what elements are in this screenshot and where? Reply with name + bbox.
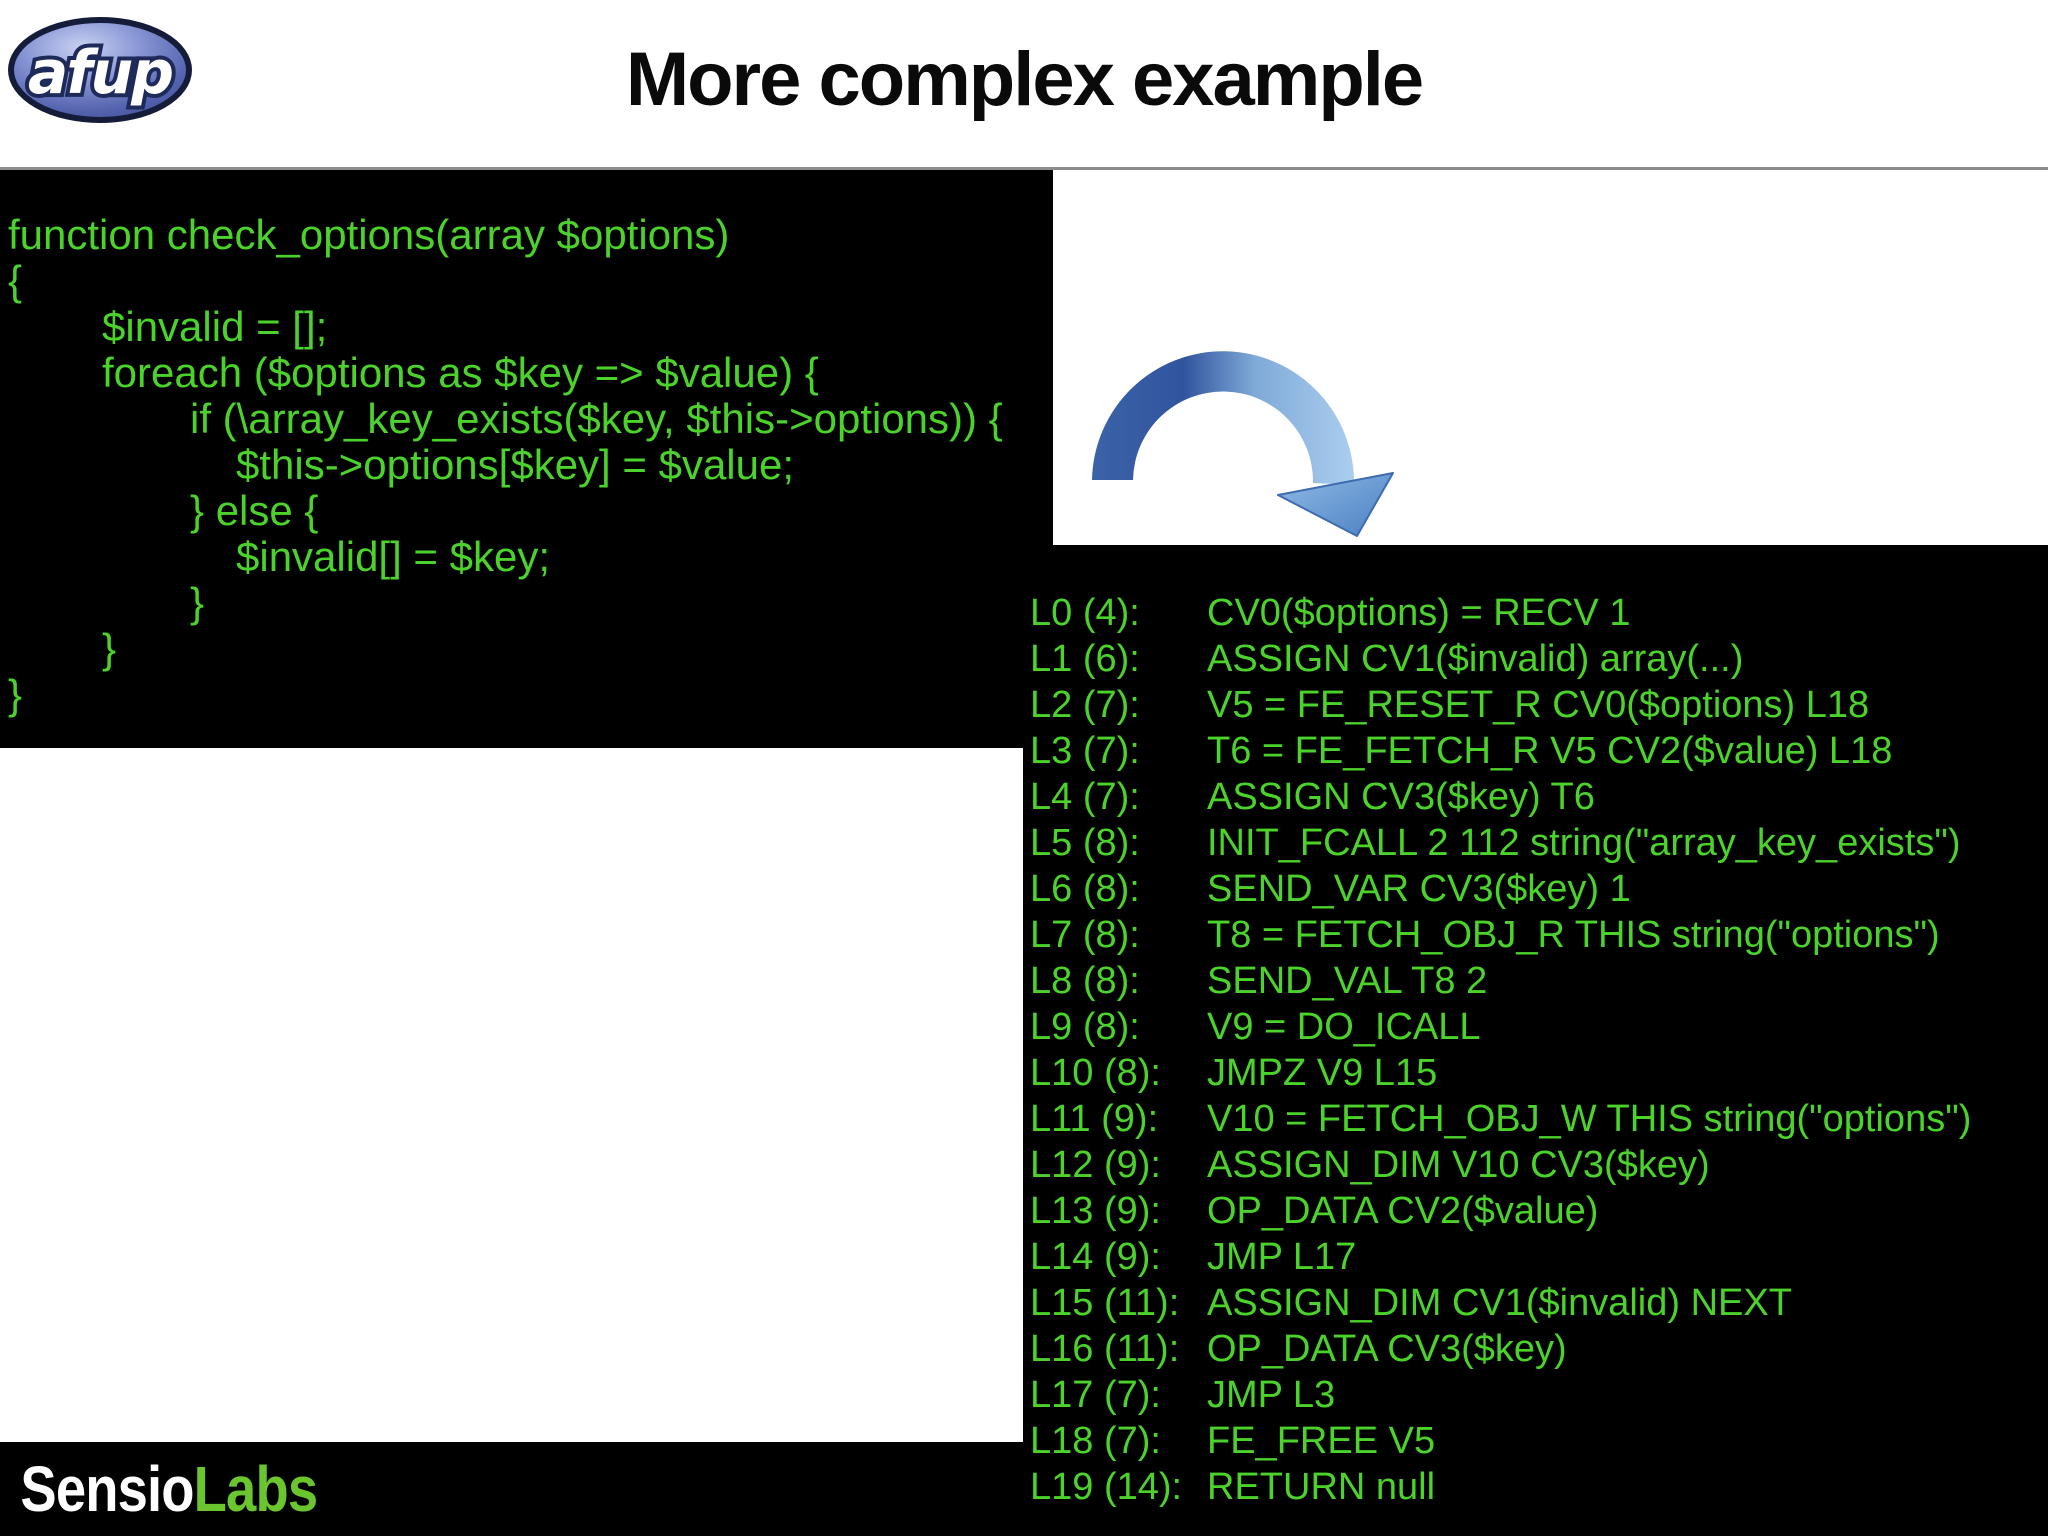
curved-arrow-icon	[1092, 351, 1394, 537]
opcode-instruction: ASSIGN_DIM CV1($invalid) NEXT	[1207, 1282, 1792, 1324]
opcode-line: L5 (8): INIT_FCALL 2 112 string("array_ke…	[1030, 820, 2048, 866]
opcode-instruction: JMPZ V9 L15	[1207, 1052, 1438, 1094]
code-line: }	[190, 579, 205, 626]
code-line: }	[8, 671, 23, 718]
opcode-label: L13 (9):	[1030, 1190, 1161, 1232]
php-code-panel: function check_options(array $options){ $…	[0, 170, 1053, 748]
opcode-line: L6 (8): SEND_VAR CV3($key) 1	[1030, 866, 2048, 912]
code-line: } else {	[190, 487, 319, 534]
opcode-line: L8 (8): SEND_VAL T8 2	[1030, 958, 2048, 1004]
opcode-line: L17 (7): JMP L3	[1030, 1372, 2048, 1418]
code-line: $invalid = [];	[102, 303, 328, 350]
opcode-instruction: JMP L17	[1207, 1236, 1357, 1278]
opcode-label: L14 (9):	[1030, 1236, 1161, 1278]
opcode-instruction: V9 = DO_ICALL	[1207, 1006, 1481, 1048]
opcode-instruction: SEND_VAR CV3($key) 1	[1207, 868, 1631, 910]
logo-text: afup	[28, 38, 172, 108]
opcode-line: L11 (9): V10 = FETCH_OBJ_W THIS string("o…	[1030, 1096, 2048, 1142]
opcode-line: L19 (14): RETURN null	[1030, 1464, 2048, 1510]
brand-sensio: Sensio	[20, 1453, 194, 1525]
opcode-instruction: V10 = FETCH_OBJ_W THIS string("options")	[1207, 1098, 1972, 1140]
opcode-label: L17 (7):	[1030, 1374, 1161, 1416]
opcode-line: L12 (9): ASSIGN_DIM V10 CV3($key)	[1030, 1142, 2048, 1188]
opcode-instruction: OP_DATA CV2($value)	[1207, 1190, 1599, 1232]
arrow-box	[1053, 170, 2048, 545]
code-line: $this->options[$key] = $value;	[236, 441, 795, 488]
opcode-label: L4 (7):	[1030, 776, 1140, 818]
code-line: }	[102, 625, 117, 672]
opcode-lines: L0 (4): CV0($options) = RECV 1 L1 (6): ASSI…	[1023, 545, 2048, 1510]
sensiolabs-logo: SensioLabs	[0, 1452, 318, 1526]
opcode-label: L1 (6):	[1030, 638, 1140, 680]
opcode-instruction: ASSIGN CV1($invalid) array(...)	[1207, 638, 1744, 680]
opcode-label: L16 (11):	[1030, 1328, 1180, 1370]
opcode-instruction: ASSIGN CV3($key) T6	[1207, 776, 1595, 818]
opcode-instruction: T8 = FETCH_OBJ_R THIS string("options")	[1207, 914, 1940, 956]
opcode-line: L1 (6): ASSIGN CV1($invalid) array(...)	[1030, 636, 2048, 682]
opcode-label: L7 (8):	[1030, 914, 1140, 956]
opcode-instruction: T6 = FE_FETCH_R V5 CV2($value) L18	[1207, 730, 1893, 772]
opcode-instruction: CV0($options) = RECV 1	[1207, 592, 1631, 634]
footer-bar: SensioLabs	[0, 1442, 1023, 1536]
opcode-instruction: ASSIGN_DIM V10 CV3($key)	[1207, 1144, 1710, 1186]
opcode-line: L16 (11): OP_DATA CV3($key)	[1030, 1326, 2048, 1372]
opcode-line: L2 (7): V5 = FE_RESET_R CV0($options) L18	[1030, 682, 2048, 728]
afup-logo: afup	[8, 17, 192, 123]
opcode-label: L10 (8):	[1030, 1052, 1161, 1094]
opcode-label: L8 (8):	[1030, 960, 1140, 1002]
opcode-label: L15 (11):	[1030, 1282, 1180, 1324]
opcode-instruction: INIT_FCALL 2 112 string("array_key_exist…	[1207, 822, 1961, 864]
opcode-line: L9 (8): V9 = DO_ICALL	[1030, 1004, 2048, 1050]
opcode-label: L5 (8):	[1030, 822, 1140, 864]
code-line: $invalid[] = $key;	[236, 533, 551, 580]
opcode-instruction: V5 = FE_RESET_R CV0($options) L18	[1207, 684, 1870, 726]
opcode-line: L18 (7): FE_FREE V5	[1030, 1418, 2048, 1464]
php-code-lines: function check_options(array $options){ $…	[0, 170, 1053, 718]
opcode-line: L13 (9): OP_DATA CV2($value)	[1030, 1188, 2048, 1234]
opcode-label: L2 (7):	[1030, 684, 1140, 726]
opcode-instruction: OP_DATA CV3($key)	[1207, 1328, 1567, 1370]
opcode-line: L15 (11): ASSIGN_DIM CV1($invalid) NEXT	[1030, 1280, 2048, 1326]
opcode-line: L10 (8): JMPZ V9 L15	[1030, 1050, 2048, 1096]
opcode-label: L6 (8):	[1030, 868, 1140, 910]
arrow-head	[1277, 472, 1394, 537]
opcode-instruction: FE_FREE V5	[1207, 1420, 1436, 1462]
opcode-label: L3 (7):	[1030, 730, 1140, 772]
opcode-line: L3 (7): T6 = FE_FETCH_R V5 CV2($value) L1…	[1030, 728, 2048, 774]
logo-ellipse	[8, 17, 192, 123]
opcode-label: L9 (8):	[1030, 1006, 1140, 1048]
code-line: foreach ($options as $key => $value) {	[102, 349, 819, 396]
divider-line	[0, 167, 2048, 170]
opcode-line: L7 (8): T8 = FETCH_OBJ_R THIS string("opt…	[1030, 912, 2048, 958]
opcode-panel: L0 (4): CV0($options) = RECV 1 L1 (6): ASSI…	[1023, 545, 2048, 1536]
opcode-label: L18 (7):	[1030, 1420, 1161, 1462]
opcode-label: L19 (14):	[1030, 1466, 1183, 1508]
header: afup More complex example	[0, 0, 2048, 167]
opcode-line: L14 (9): JMP L17	[1030, 1234, 2048, 1280]
code-line: if (\array_key_exists($key, $this->optio…	[190, 395, 1003, 442]
opcode-instruction: RETURN null	[1207, 1466, 1436, 1508]
opcode-instruction: JMP L3	[1207, 1374, 1336, 1416]
opcode-line: L0 (4): CV0($options) = RECV 1	[1030, 590, 2048, 636]
brand-labs: Labs	[193, 1453, 318, 1525]
opcode-line: L4 (7): ASSIGN CV3($key) T6	[1030, 774, 2048, 820]
opcode-label: L12 (9):	[1030, 1144, 1161, 1186]
code-line: {	[8, 257, 23, 304]
opcode-instruction: SEND_VAL T8 2	[1207, 960, 1488, 1002]
opcode-label: L0 (4):	[1030, 592, 1140, 634]
opcode-label: L11 (9):	[1030, 1098, 1159, 1140]
page-title: More complex example	[625, 37, 1424, 122]
arrow-band	[1092, 351, 1355, 485]
code-line: function check_options(array $options)	[8, 211, 730, 258]
